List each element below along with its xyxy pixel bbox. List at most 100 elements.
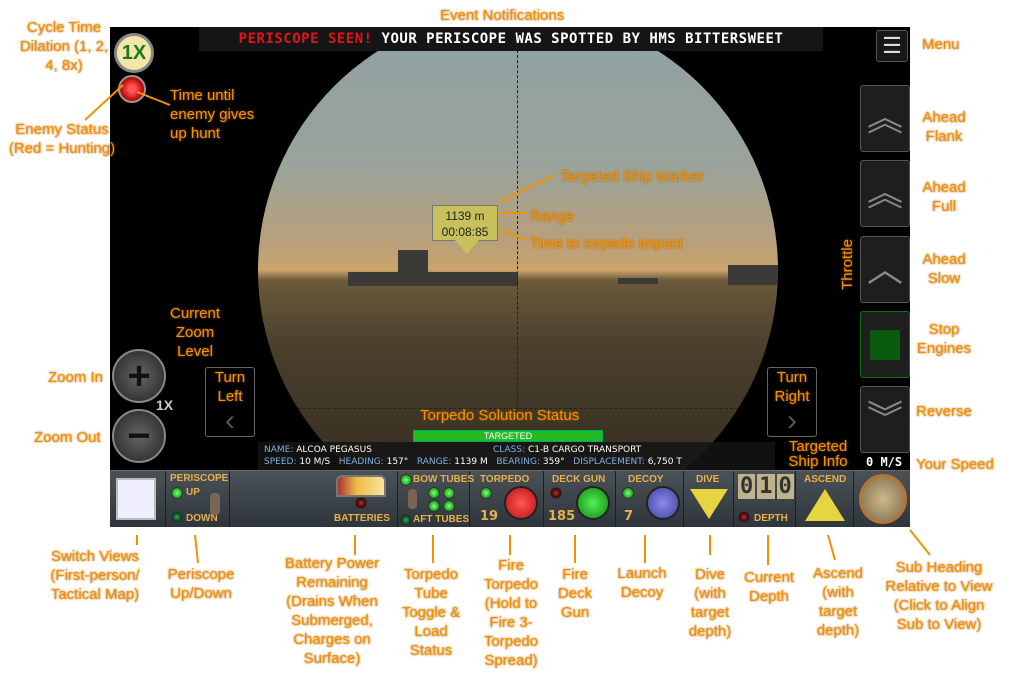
menu-button[interactable]: ☰ — [876, 30, 908, 62]
decoy-count: 7 — [624, 509, 634, 524]
time-dilation-button[interactable]: 1X — [114, 33, 154, 73]
depth-led — [738, 511, 750, 523]
annotation: Sub Heading Relative to View (Click to A… — [885, 559, 993, 633]
enemy-status-indicator — [118, 75, 146, 103]
annotation: Zoom In — [48, 369, 104, 386]
time-dilation-value: 1X — [121, 42, 147, 64]
dive-button[interactable]: DIVE — [684, 471, 734, 527]
ahead-flank-button[interactable]: ︽ — [860, 85, 910, 152]
periscope-down-label: DOWN — [186, 513, 218, 524]
fire-deck-gun-button[interactable] — [576, 486, 610, 520]
tube-toggle-switch[interactable] — [408, 489, 417, 509]
target-ship[interactable] — [348, 272, 518, 286]
annotation: Fire Deck Gun — [557, 566, 593, 621]
fire-torpedo-button[interactable] — [504, 486, 538, 520]
game-viewport: PERISCOPE SEEN! YOUR PERISCOPE WAS SPOTT… — [110, 27, 910, 527]
torpedo-solution-status: TARGETED — [413, 430, 603, 442]
target-ship-superstructure — [398, 250, 428, 274]
periscope-toggle-switch[interactable] — [210, 493, 220, 515]
ascend-button[interactable]: ASCEND — [796, 471, 854, 527]
annotation: Enemy Status (Red = Hunting) — [8, 121, 116, 157]
label: RANGE: — [416, 457, 452, 467]
target-range: 1139 m — [445, 209, 485, 223]
launch-decoy-button[interactable] — [646, 486, 680, 520]
annotation: Dive (with target depth) — [688, 566, 732, 640]
switch-view-button[interactable] — [110, 471, 166, 527]
turn-right-button[interactable]: › — [767, 367, 817, 437]
annotation: Range — [530, 208, 575, 225]
batteries-label: BATTERIES — [334, 513, 390, 524]
label: BEARING: — [496, 457, 541, 467]
torpedo-tubes-section[interactable]: BOW TUBES AFT TUBES — [398, 471, 474, 527]
reticle-horizontal — [278, 408, 758, 409]
ship-range: 1139 M — [454, 457, 488, 467]
ship-class: C1-B CARGO TRANSPORT — [528, 445, 642, 455]
annotation: Time until enemy gives up hunt — [170, 87, 255, 142]
bow-tubes-label: BOW TUBES — [413, 474, 475, 485]
stop-square-icon — [870, 330, 900, 360]
tube-load-led — [428, 487, 440, 499]
ship-speed: 10 M/S — [299, 457, 331, 467]
notification-message: YOUR PERISCOPE WAS SPOTTED BY HMS BITTER… — [381, 31, 784, 47]
plus-icon: + — [127, 354, 151, 398]
tube-load-led — [428, 500, 440, 512]
annotation: Throttle — [838, 239, 856, 290]
decoy-section: DECOY 7 — [616, 471, 684, 527]
periscope-up-label: UP — [186, 487, 200, 498]
label: NAME: — [264, 445, 294, 455]
chevron-right-icon: › — [787, 404, 797, 437]
ahead-slow-button[interactable]: ︿ — [860, 236, 910, 303]
deck-gun-count: 185 — [548, 509, 576, 524]
dive-label: DIVE — [696, 474, 720, 485]
label: HEADING: — [338, 457, 384, 467]
stop-engines-button[interactable] — [860, 311, 910, 378]
decoy-label: DECOY — [628, 474, 664, 485]
annotation: Ahead Flank — [922, 109, 966, 145]
ship-displacement: 6,750 T — [647, 457, 682, 467]
battery-section: BATTERIES — [230, 471, 398, 527]
reverse-button[interactable]: ︾ — [860, 386, 910, 453]
ship-heading: 157° — [386, 457, 409, 467]
annotation: Switch Views (First-person/ Tactical Map… — [50, 548, 140, 603]
bow-tubes-led — [400, 474, 412, 486]
distant-ship — [728, 265, 778, 285]
annotation: Menu — [922, 36, 960, 53]
annotation: Current Depth — [743, 569, 795, 605]
annotation: Turn Left — [214, 369, 246, 405]
ahead-full-button[interactable]: ︽ — [860, 160, 910, 227]
periscope-up-led — [171, 487, 183, 499]
arrow-down-icon — [690, 489, 728, 519]
depth-digit: 0 — [738, 474, 756, 499]
minus-icon: − — [127, 414, 151, 458]
depth-digit: 1 — [757, 474, 775, 499]
decoy-ready-led — [622, 487, 634, 499]
map-icon — [116, 478, 156, 520]
torpedo-impact-time: 00:08:85 — [441, 225, 489, 239]
annotation: Fire Torpedo (Hold to Fire 3-Torpedo Spr… — [483, 557, 539, 669]
annotation: Time to torpedo impact — [530, 235, 683, 252]
annotation: Torpedo Solution Status — [420, 407, 580, 424]
control-panel: PERISCOPE UP DOWN BATTERIES BOW TUBES AF… — [110, 470, 910, 527]
deck-gun-section: DECK GUN 185 — [544, 471, 616, 527]
battery-led — [355, 497, 367, 509]
label: CLASS: — [493, 445, 526, 455]
annotation: Torpedo Tube Toggle & Load Status — [401, 566, 461, 659]
zoom-level: 1X — [156, 397, 174, 413]
zoom-out-button[interactable]: − — [112, 409, 166, 463]
periscope-label: PERISCOPE — [170, 473, 229, 484]
annotation: Ahead Slow — [922, 251, 966, 287]
alert-text: PERISCOPE SEEN! — [238, 31, 373, 47]
solution-status-text: TARGETED — [483, 431, 533, 441]
torpedo-count: 19 — [480, 509, 499, 524]
fire-torpedo-section: TORPEDO 19 — [470, 471, 544, 527]
heading-compass-button[interactable] — [854, 471, 910, 527]
turn-left-button[interactable]: ‹ — [205, 367, 255, 437]
reticle-vertical — [517, 30, 518, 410]
zoom-in-button[interactable]: + — [112, 349, 166, 403]
annotation: Launch Decoy — [617, 565, 667, 601]
aft-tubes-led — [400, 514, 412, 526]
annotation: Targeted Ship Info — [788, 438, 848, 470]
